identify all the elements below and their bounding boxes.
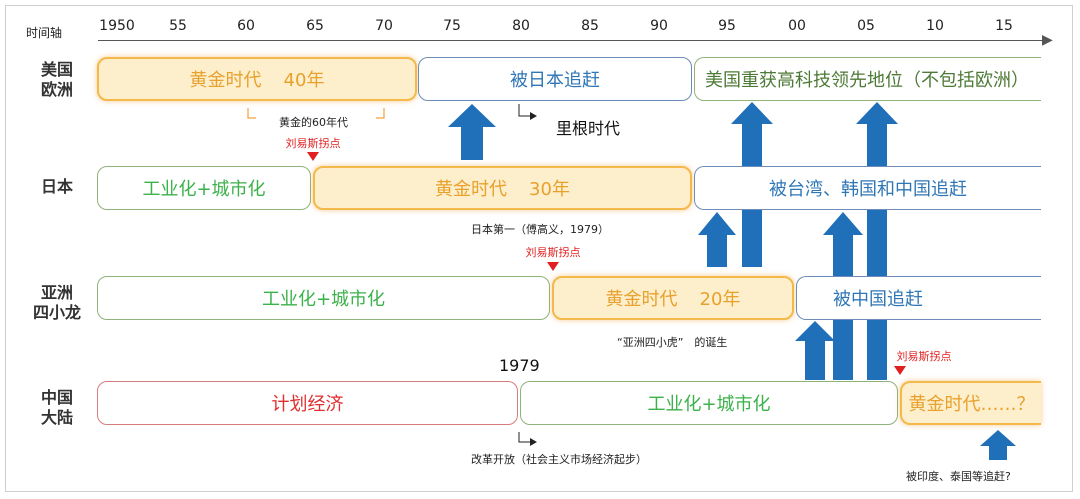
row-label-china: 中国 大陆 <box>33 388 81 428</box>
row-label-line: 欧洲 <box>40 80 73 99</box>
axis-tick-label: 65 <box>306 18 324 34</box>
pointer-reform <box>518 432 530 443</box>
phase-cn-planned: 计划经济 <box>97 381 518 425</box>
phase-tg-golden: 黄金时代 20年 <box>552 276 794 320</box>
row-label-us-eu: 美国 欧洲 <box>33 60 81 100</box>
phase-text: 黄金时代 <box>435 179 508 200</box>
time-axis-line <box>98 40 1046 41</box>
phase-tg-chased: 被中国追赶 <box>796 276 1041 320</box>
phase-text: 黄金时代 <box>189 70 262 91</box>
lewis-label-china: 刘易斯拐点 <box>896 350 952 363</box>
phase-us-regain: 美国重获高科技领先地位（不包括欧洲） <box>694 57 1041 101</box>
axis-tick-label: 00 <box>788 18 806 34</box>
row-label-line: 四小龙 <box>32 303 81 322</box>
phase-years: 20年 <box>699 289 741 310</box>
phase-jp-golden: 黄金时代 30年 <box>313 166 692 210</box>
note-chased-by: 被印度、泰国等追赶? <box>906 470 1011 483</box>
note-golden-60s: 黄金的60年代 <box>279 116 348 129</box>
pointer-reagan-head <box>530 112 537 120</box>
up-arrow-icon <box>795 321 835 380</box>
row-label-line: 美国 <box>40 60 73 79</box>
bracket-golden-60s <box>247 108 385 119</box>
phase-jp-industrial: 工业化+城市化 <box>97 166 311 210</box>
axis-tick-label: 90 <box>650 18 668 34</box>
axis-tick-label: 15 <box>995 18 1013 34</box>
lewis-label-japan: 刘易斯拐点 <box>285 137 341 150</box>
row-label-line: 日本 <box>40 177 73 196</box>
axis-title: 时间轴 <box>26 26 63 40</box>
axis-tick-label: 80 <box>512 18 530 34</box>
note-reform: 改革开放（社会主义市场经济起步） <box>471 453 647 466</box>
pointer-reform-head <box>530 438 537 446</box>
row-label-tigers: 亚洲 四小龙 <box>30 283 84 323</box>
up-arrow-icon <box>448 104 496 160</box>
up-arrow-icon <box>698 212 736 267</box>
axis-tick-label: 70 <box>375 18 393 34</box>
phase-cn-industrial: 工业化+城市化 <box>520 381 898 425</box>
row-label-japan: 日本 <box>33 177 81 197</box>
phase-years: 40年 <box>283 70 325 91</box>
phase-cn-golden: 黄金时代……？ <box>900 381 1041 425</box>
phase-tg-industrial: 工业化+城市化 <box>97 276 550 320</box>
axis-tick-label: 75 <box>443 18 461 34</box>
pointer-reagan <box>518 104 530 117</box>
lewis-label-tigers: 刘易斯拐点 <box>525 246 581 259</box>
note-japan-first: 日本第一（傅高义，1979） <box>471 223 609 236</box>
phase-us-chased: 被日本追赶 <box>418 57 692 101</box>
axis-tick-label: 60 <box>237 18 255 34</box>
row-label-line: 大陆 <box>40 408 73 427</box>
axis-tick-label: 10 <box>926 18 944 34</box>
axis-tick-label: 1950 <box>99 18 135 34</box>
lewis-marker-japan <box>307 152 319 161</box>
axis-tick-label: 05 <box>857 18 875 34</box>
up-arrow-icon <box>980 430 1016 460</box>
row-label-line: 中国 <box>40 388 73 407</box>
phase-years: 30年 <box>529 179 570 200</box>
phase-jp-chased: 被台湾、韩国和中国追赶 <box>694 166 1041 210</box>
phase-us-golden: 黄金时代 40年 <box>97 57 417 101</box>
lewis-marker-tigers <box>547 262 559 271</box>
lewis-marker-china <box>894 366 906 375</box>
note-reagan-era: 里根时代 <box>556 119 621 138</box>
phase-text: 黄金时代 <box>605 289 678 310</box>
axis-arrow-icon: ▶ <box>1042 32 1053 48</box>
up-arrow-icon <box>856 102 898 380</box>
axis-tick-label: 95 <box>718 18 736 34</box>
row-label-line: 亚洲 <box>40 283 73 302</box>
axis-tick-label: 85 <box>581 18 599 34</box>
diagram-frame <box>5 5 1073 492</box>
note-four-tigers: “亚洲四小虎” 的诞生 <box>617 336 728 349</box>
note-year-1979: 1979 <box>499 356 540 375</box>
axis-tick-label: 55 <box>169 18 187 34</box>
